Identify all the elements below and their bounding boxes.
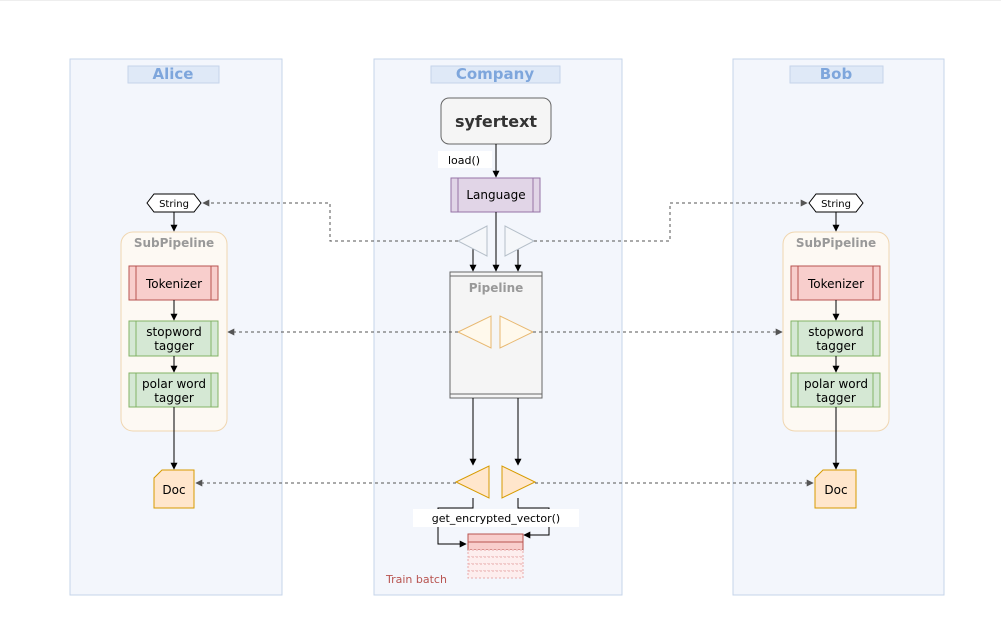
pipeline-left-triangle [456, 315, 492, 349]
lane-bob-title-box [789, 65, 884, 84]
batch-row-1 [467, 533, 524, 543]
bob-stopword-tagger: stopword tagger [790, 320, 881, 357]
lane-alice-title-box [127, 65, 220, 84]
language-label: Language [466, 188, 525, 202]
vector-label-bg [413, 509, 579, 527]
bob-polar-label-1: polar word [804, 377, 868, 391]
batch-row-2 [467, 541, 524, 551]
load-label: load() [448, 154, 480, 167]
alice-stopword-box [128, 320, 219, 357]
right-vector-arrow [517, 498, 550, 539]
top-rule [0, 0, 1001, 1]
bob-polar-tagger: polar word tagger [790, 372, 881, 408]
bob-doc-label: Doc [824, 483, 847, 497]
lane-bob-title: Bob [820, 65, 853, 83]
left-vector-arrow [437, 498, 474, 548]
alice-stopword-tagger: stopword tagger [128, 320, 219, 357]
batch-row-3 [467, 549, 524, 558]
bob-polar-label-2: tagger [816, 391, 856, 405]
bob-tokenizer-label: Tokenizer [807, 277, 864, 291]
left-port-to-alice-string-connector [202, 199, 458, 242]
lane-company-title-box [430, 65, 561, 84]
vector-fn-label: get_encrypted_vector() [432, 512, 560, 525]
language-process: Language [450, 177, 541, 213]
batch-row-6 [467, 570, 524, 579]
right-port-grey-triangle [504, 225, 536, 257]
alice-tokenizer-box [128, 265, 219, 301]
alice-stopword-label-2: tagger [154, 339, 194, 353]
right-port-to-bob-string-connector [534, 199, 808, 242]
pipeline-label: Pipeline [469, 281, 524, 295]
bob-stopword-label-1: stopword [808, 325, 863, 339]
train-batch-label: Train batch [385, 573, 447, 586]
lane-alice-title: Alice [153, 65, 194, 83]
syfertext-label: syfertext [455, 112, 537, 131]
bob-doc-shape [814, 469, 857, 509]
alice-doc-shape [153, 469, 195, 509]
lane-company-title: Company [456, 65, 534, 83]
alice-polar-label-2: tagger [154, 391, 194, 405]
language-box [450, 177, 541, 213]
batch-row-5 [467, 563, 524, 572]
bob-stopword-box [790, 320, 881, 357]
bob-string-hexagon [808, 193, 864, 213]
bob-tokenizer: Tokenizer [790, 265, 881, 301]
alice-stopword-label-1: stopword [146, 325, 201, 339]
train-batch-stack [467, 533, 524, 579]
alice-polar-tagger: polar word tagger [128, 372, 219, 408]
alice-tokenizer: Tokenizer [128, 265, 219, 301]
alice-subpipeline-label: SubPipeline [134, 236, 214, 250]
bob-tokenizer-box [790, 265, 881, 301]
alice-string-label: String [159, 199, 189, 210]
batch-row-4 [467, 556, 524, 565]
alice-doc-label: Doc [162, 483, 185, 497]
alice-string-hexagon [146, 193, 202, 213]
alice-tokenizer-label: Tokenizer [145, 277, 202, 291]
pipeline-right-triangle [499, 315, 535, 349]
bob-string-label: String [821, 199, 851, 210]
bob-polar-box [790, 372, 881, 408]
bob-subpipeline-label: SubPipeline [796, 236, 876, 250]
left-port-grey-triangle [456, 225, 488, 257]
alice-polar-label-1: polar word [142, 377, 206, 391]
doc-port-right-triangle [501, 465, 537, 499]
load-label-bg [438, 151, 492, 168]
bob-stopword-label-2: tagger [816, 339, 856, 353]
doc-port-left-triangle [454, 465, 490, 499]
